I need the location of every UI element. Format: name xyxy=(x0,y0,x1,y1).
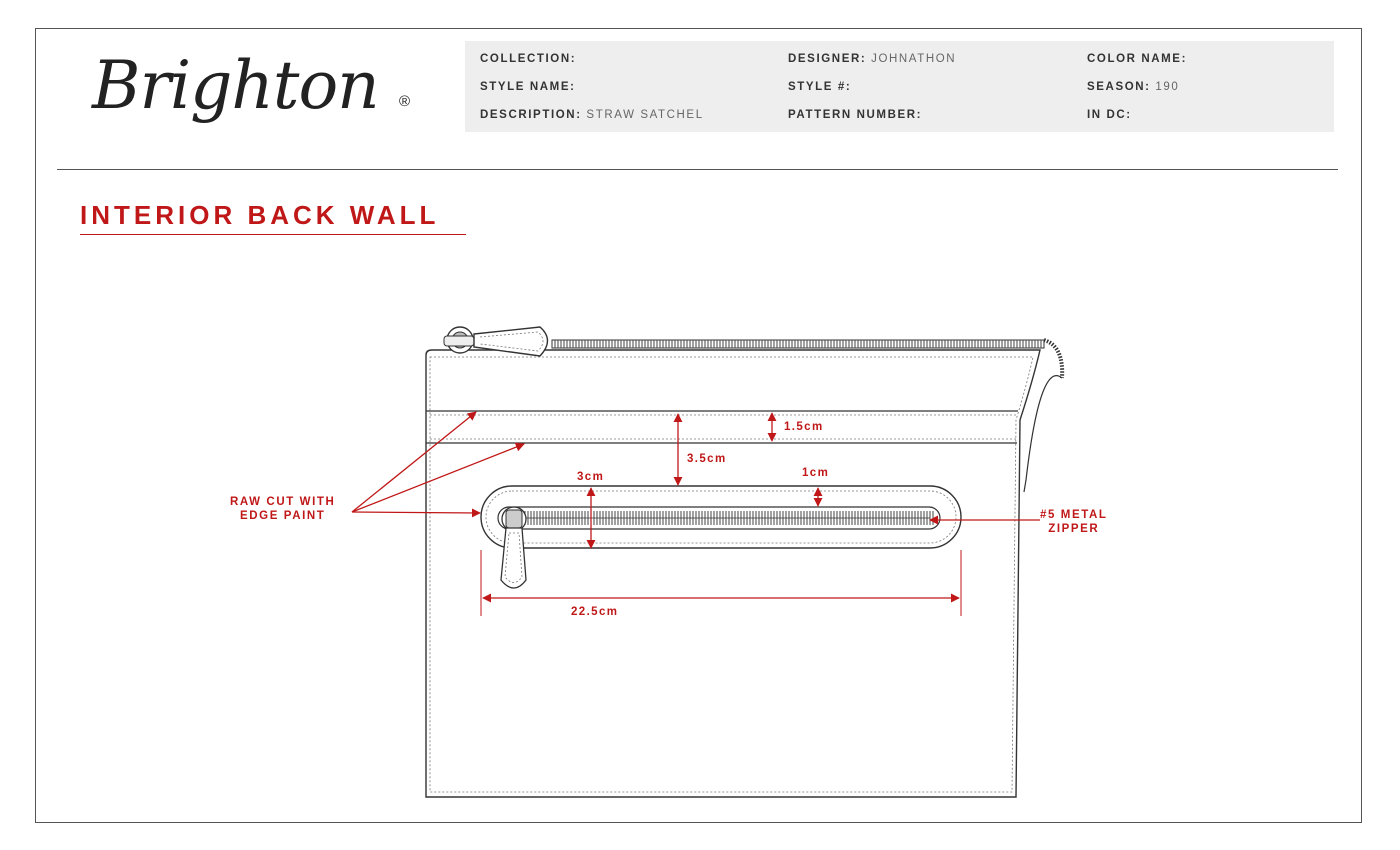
top-zipper-chain xyxy=(551,338,1065,493)
in-dc-field: IN DC: xyxy=(1087,109,1132,121)
dim-pocket-height: 3cm xyxy=(577,471,605,483)
section-title-underline xyxy=(80,234,466,235)
style-name-field: STYLE NAME: xyxy=(480,81,576,93)
dim-zip-margin: 1cm xyxy=(802,467,830,479)
top-zipper-pull xyxy=(443,326,549,357)
designer-field: DESIGNER: JOHNATHON xyxy=(788,53,957,65)
season-field: SEASON: 190 xyxy=(1087,81,1180,93)
registered-mark: ® xyxy=(399,93,411,110)
collection-field: COLLECTION: xyxy=(480,53,577,65)
dim-band-to-pocket: 3.5cm xyxy=(687,453,727,465)
dimension-lines xyxy=(480,412,962,616)
brand-logo: Brighton ® xyxy=(92,38,422,133)
raw-cut-leaders xyxy=(351,411,525,518)
style-number-field: STYLE #: xyxy=(788,81,852,93)
header-divider xyxy=(57,169,1338,170)
raw-cut-callout: RAW CUT WITH EDGE PAINT xyxy=(230,496,336,522)
pocket-zipper-pull xyxy=(500,506,527,589)
color-name-field: COLOR NAME: xyxy=(1087,53,1188,65)
pattern-number-field: PATTERN NUMBER: xyxy=(788,109,923,121)
section-title: INTERIOR BACK WALL xyxy=(80,200,440,230)
spec-info-panel: COLLECTION: DESIGNER: JOHNATHON COLOR NA… xyxy=(465,41,1334,132)
sheet-frame xyxy=(35,28,1362,823)
wall-panel xyxy=(425,349,1041,798)
dim-top-band: 1.5cm xyxy=(784,421,824,433)
zipper-callout: #5 METAL ZIPPER xyxy=(1040,509,1108,535)
description-field: DESCRIPTION: STRAW SATCHEL xyxy=(480,109,704,121)
zipper-pocket xyxy=(480,485,962,549)
logo-wordmark: Brighton xyxy=(92,47,380,124)
dim-pocket-width: 22.5cm xyxy=(571,606,619,618)
